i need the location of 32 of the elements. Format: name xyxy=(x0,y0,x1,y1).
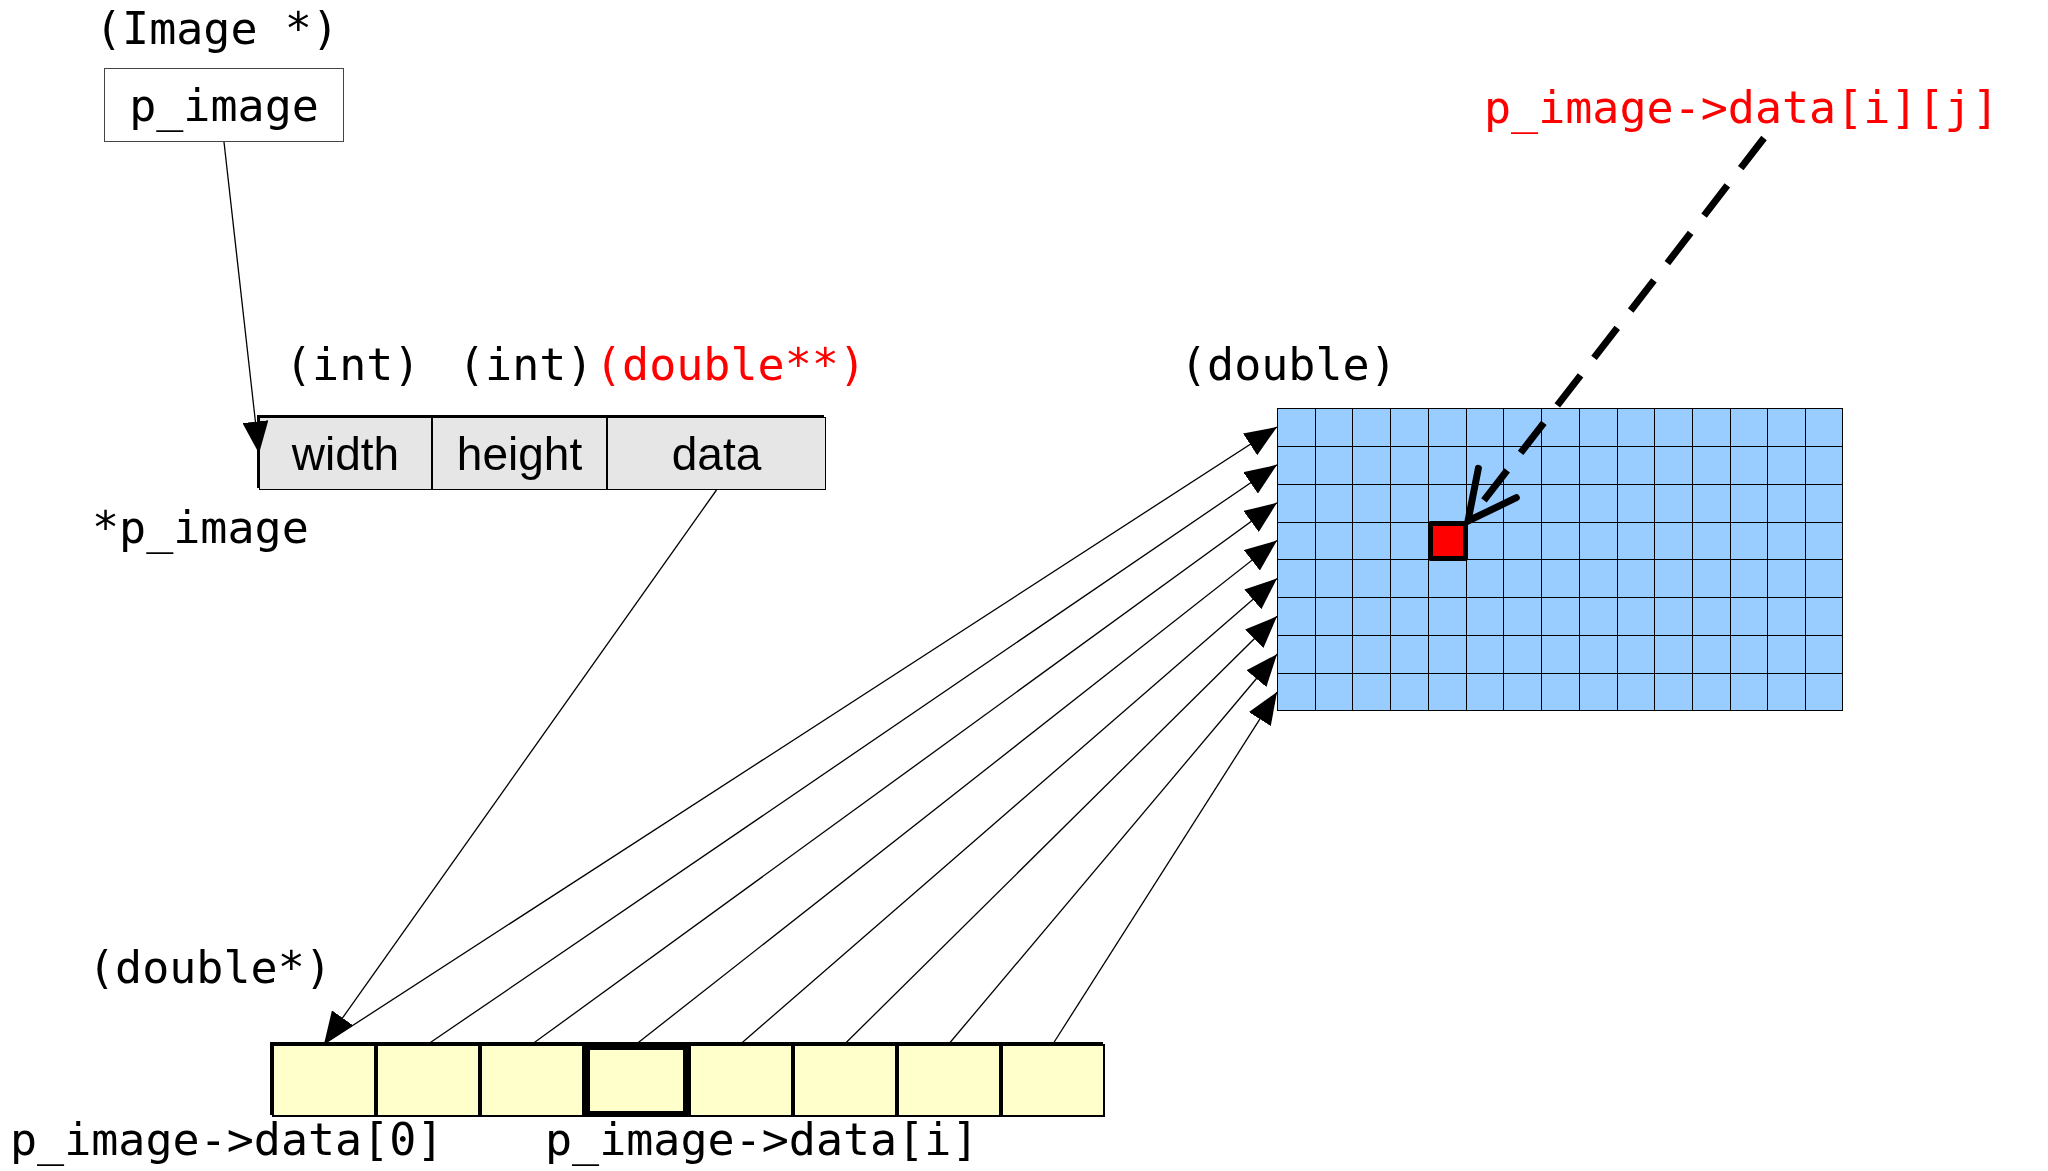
field-cell: data xyxy=(607,417,826,490)
arrow xyxy=(427,464,1278,1045)
arrow xyxy=(323,489,718,1045)
array-cell xyxy=(792,1044,897,1117)
array-box xyxy=(270,1042,1103,1115)
type-label: (int) xyxy=(285,342,421,387)
selected-cell xyxy=(1428,521,1468,561)
array-cell xyxy=(376,1044,481,1117)
struct-box xyxy=(257,415,824,488)
array-cell xyxy=(896,1044,1001,1117)
grid-box xyxy=(1277,408,1843,711)
type-label: (double) xyxy=(1180,342,1397,387)
type-label: (Image *) xyxy=(95,6,339,51)
array-cell xyxy=(272,1044,377,1117)
arrow xyxy=(739,577,1278,1045)
field-cell: height xyxy=(432,417,607,490)
arrow xyxy=(531,502,1278,1045)
pointer-box: p_image xyxy=(104,68,344,142)
array-cell xyxy=(480,1044,585,1117)
type-label: (double*) xyxy=(88,945,332,990)
arrow xyxy=(1052,691,1278,1045)
arrow xyxy=(635,539,1278,1045)
array-cell xyxy=(688,1044,793,1117)
arrow xyxy=(948,653,1278,1045)
dashed-arrow xyxy=(1464,135,1767,525)
arrow xyxy=(844,615,1278,1045)
field-cell: width xyxy=(259,417,432,490)
code-label: p_image->data[i][j] xyxy=(1484,78,2044,138)
type-label: (double**) xyxy=(595,342,866,387)
array-cell xyxy=(584,1044,689,1117)
array-cell xyxy=(1000,1044,1105,1117)
type-label: (int) xyxy=(458,342,594,387)
